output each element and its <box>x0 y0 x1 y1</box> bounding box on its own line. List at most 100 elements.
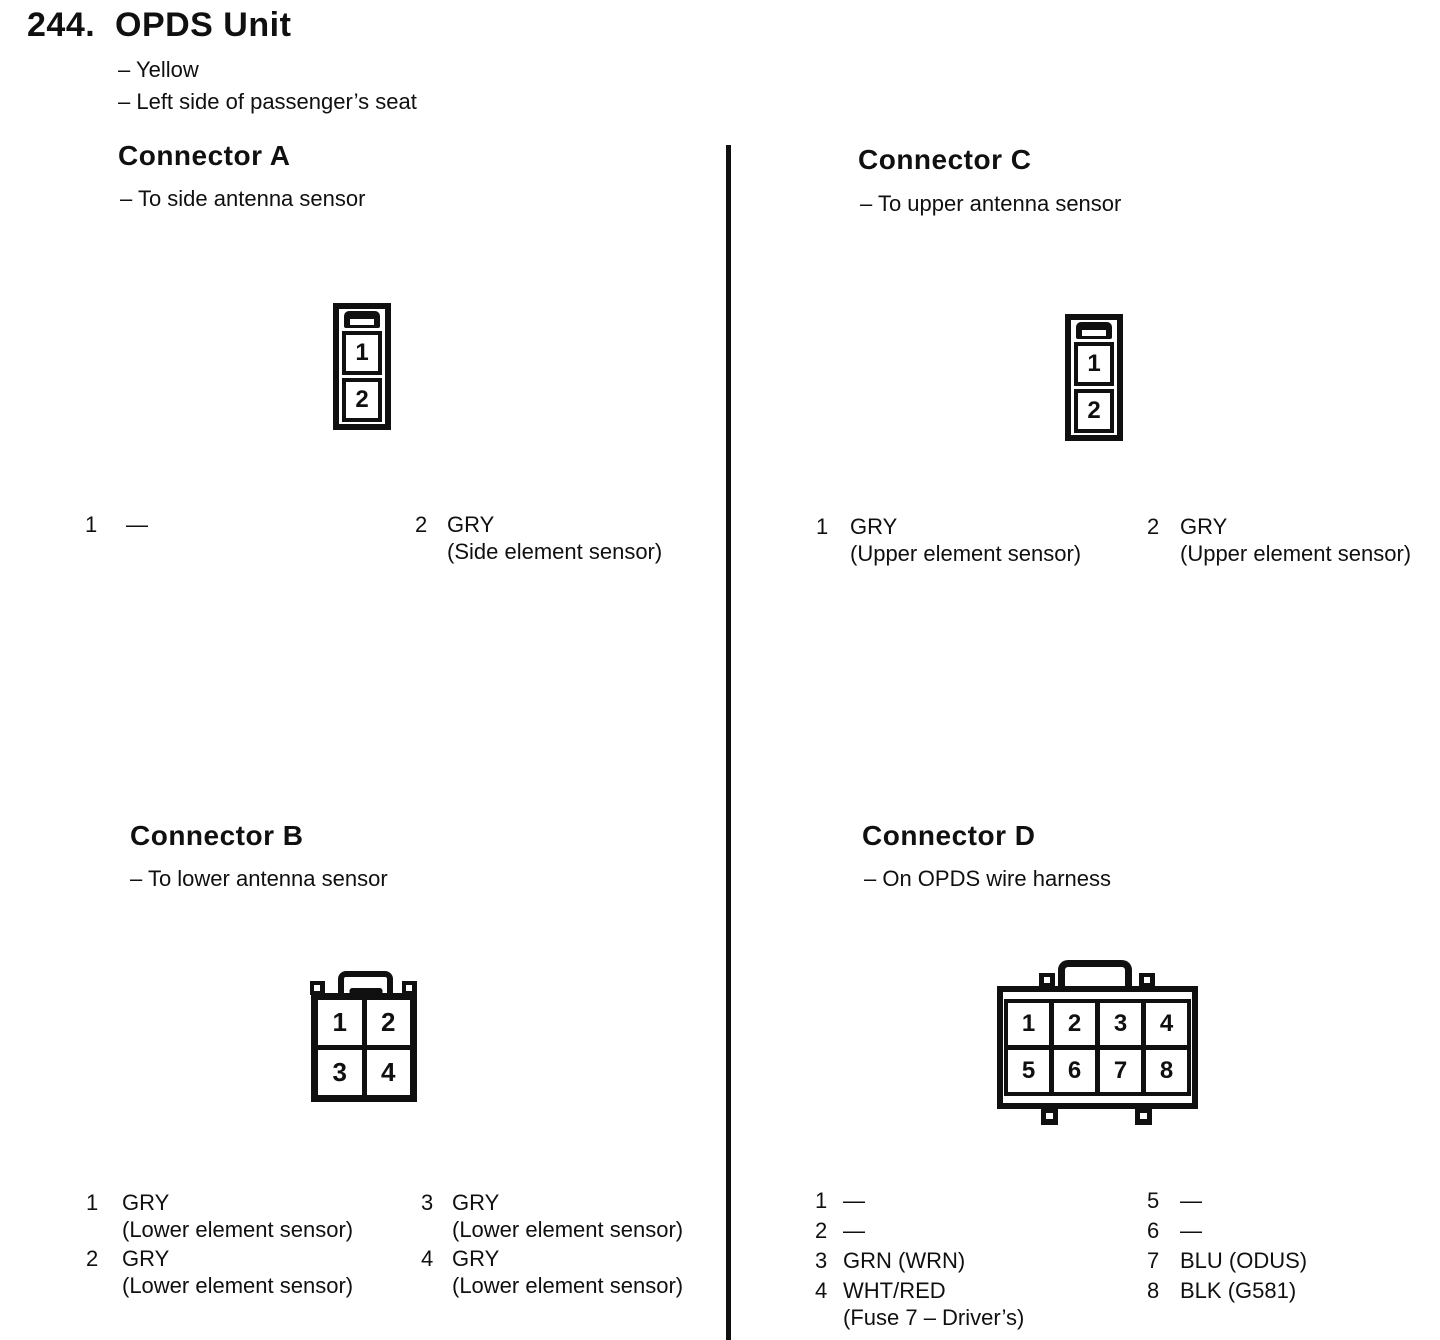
pin-list-column: 1 — 2 — 3 GRN (WRN) 4 WHT/RED (Fuse 7 – … <box>815 1187 1024 1334</box>
pin-cell: 1 <box>318 1000 362 1045</box>
pin-number: 2 <box>86 1246 99 1271</box>
connector-b-heading: Connector B <box>130 820 304 851</box>
pin-entry: 2 GRY (Lower element sensor) <box>86 1245 353 1299</box>
wire-desc: (Fuse 7 – Driver’s) <box>843 1305 1025 1330</box>
wire-color: — <box>1180 1188 1202 1213</box>
mount-tab-icon <box>1139 973 1155 987</box>
pin-number: 1 <box>85 512 98 537</box>
column-divider <box>726 145 731 1340</box>
wire-label: WHT/RED (Fuse 7 – Driver’s) <box>843 1277 1024 1331</box>
unit-note-line: – Yellow <box>118 57 199 82</box>
connector-body: 1 2 3 4 5 6 7 8 <box>997 986 1198 1109</box>
connector-c-diagram: 1 2 <box>1065 314 1123 441</box>
connector-latch-icon <box>1076 322 1112 339</box>
wire-label: GRY (Upper element sensor) <box>850 513 1081 567</box>
wire-color: — <box>1180 1218 1202 1243</box>
wire-desc: (Lower element sensor) <box>452 1273 684 1298</box>
pin-cell: 1 <box>1008 1003 1049 1045</box>
connector-d-note: – On OPDS wire harness <box>864 866 1111 891</box>
pin-cell: 2 <box>1054 1003 1095 1045</box>
wire-color: BLU (ODUS) <box>1180 1248 1308 1273</box>
pin-number: 4 <box>815 1278 828 1303</box>
wire-desc: (Lower element sensor) <box>122 1217 354 1242</box>
mount-tab-icon <box>310 981 325 995</box>
pin-entry: 5 — <box>1147 1187 1307 1214</box>
wire-label: GRY (Lower element sensor) <box>122 1245 353 1299</box>
pin-entry: 7 BLU (ODUS) <box>1147 1247 1307 1274</box>
wire-color: — <box>843 1218 865 1243</box>
wire-label: GRY (Lower element sensor) <box>452 1189 683 1243</box>
pin-cell: 1 <box>342 331 382 375</box>
pin-entry: 1 — <box>815 1187 1024 1214</box>
connector-b-diagram: 1 2 3 4 <box>310 971 418 1103</box>
wire-color: GRY <box>850 514 898 539</box>
wire-color: GRY <box>1180 514 1228 539</box>
pin-list-column: 3 GRY (Lower element sensor) 4 GRY (Lowe… <box>421 1189 683 1301</box>
mount-tab-icon <box>1135 1107 1152 1125</box>
wire-label: GRY (Lower element sensor) <box>452 1245 683 1299</box>
pin-entry: 8 BLK (G581) <box>1147 1277 1307 1304</box>
connector-latch-icon <box>1058 960 1132 990</box>
latch-slot <box>1082 330 1106 336</box>
wire-color: GRY <box>452 1190 500 1215</box>
pin-number: 5 <box>1147 1188 1160 1213</box>
pin-number: 1 <box>815 1188 828 1213</box>
pin-entry: 1 GRY (Upper element sensor) <box>816 513 1081 567</box>
pin-cell: 3 <box>318 1050 362 1095</box>
wire-label: GRY (Upper element sensor) <box>1180 513 1411 567</box>
pin-entry: 2 — <box>815 1217 1024 1244</box>
wire-label: GRY (Lower element sensor) <box>122 1189 353 1243</box>
wire-color: GRY <box>122 1246 170 1271</box>
pin-number: 6 <box>1147 1218 1160 1243</box>
connector-d-diagram: 1 2 3 4 5 6 7 8 <box>997 960 1198 1128</box>
pin-cell: 7 <box>1100 1050 1141 1092</box>
pin-number: 3 <box>815 1248 828 1273</box>
pin-list-column: 1 GRY (Lower element sensor) 2 GRY (Lowe… <box>86 1189 353 1301</box>
wire-color: WHT/RED <box>843 1278 946 1303</box>
wire-desc: (Lower element sensor) <box>122 1273 354 1298</box>
wire-desc: (Upper element sensor) <box>850 541 1082 566</box>
pin-grid: 1 2 3 4 5 6 7 8 <box>1004 999 1191 1096</box>
pin-entry: 1 — <box>85 511 148 538</box>
pin-number: 4 <box>421 1246 434 1271</box>
pin-entry: 4 GRY (Lower element sensor) <box>421 1245 683 1299</box>
pin-cell: 2 <box>1074 389 1114 433</box>
page-title: 244. OPDS Unit <box>27 6 291 45</box>
pin-cell: 5 <box>1008 1050 1049 1092</box>
pin-cell: 4 <box>1146 1003 1187 1045</box>
mount-tab-icon <box>1039 973 1055 987</box>
wire-desc: (Upper element sensor) <box>1180 541 1412 566</box>
connector-b-note: – To lower antenna sensor <box>130 866 388 891</box>
pin-entry: 4 WHT/RED (Fuse 7 – Driver’s) <box>815 1277 1024 1331</box>
pin-entry: 3 GRN (WRN) <box>815 1247 1024 1274</box>
unit-notes: – Yellow – Left side of passenger’s seat <box>118 54 417 118</box>
unit-note-line: – Left side of passenger’s seat <box>118 89 417 114</box>
mount-tab-icon <box>1041 1107 1058 1125</box>
wire-color: — <box>843 1188 865 1213</box>
pin-cell: 8 <box>1146 1050 1187 1092</box>
section-title: OPDS Unit <box>115 6 292 44</box>
latch-slot <box>350 319 374 325</box>
connector-c-heading: Connector C <box>858 144 1032 175</box>
pin-entry: 6 — <box>1147 1217 1307 1244</box>
wire-color: GRY <box>447 512 495 537</box>
wire-color: — <box>126 512 148 537</box>
connector-a-diagram: 1 2 <box>333 303 391 430</box>
pin-number: 8 <box>1147 1278 1160 1303</box>
connector-d-heading: Connector D <box>862 820 1036 851</box>
pin-entry: 1 GRY (Lower element sensor) <box>86 1189 353 1243</box>
wire-desc: (Side element sensor) <box>447 539 663 564</box>
pin-number: 2 <box>1147 514 1160 539</box>
pin-cell: 2 <box>366 1000 410 1045</box>
pin-cell: 4 <box>366 1050 410 1095</box>
wire-color: GRY <box>452 1246 500 1271</box>
pin-cell: 2 <box>342 378 382 422</box>
pin-entry: 2 GRY (Side element sensor) <box>415 511 662 565</box>
wire-color: GRN (WRN) <box>843 1248 966 1273</box>
pin-cell: 6 <box>1054 1050 1095 1092</box>
pin-list-column: 5 — 6 — 7 BLU (ODUS) 8 BLK (G581) <box>1147 1187 1307 1307</box>
wire-label: GRY (Side element sensor) <box>447 511 662 565</box>
connector-body: 1 2 3 4 <box>311 993 417 1102</box>
wire-desc: (Lower element sensor) <box>452 1217 684 1242</box>
